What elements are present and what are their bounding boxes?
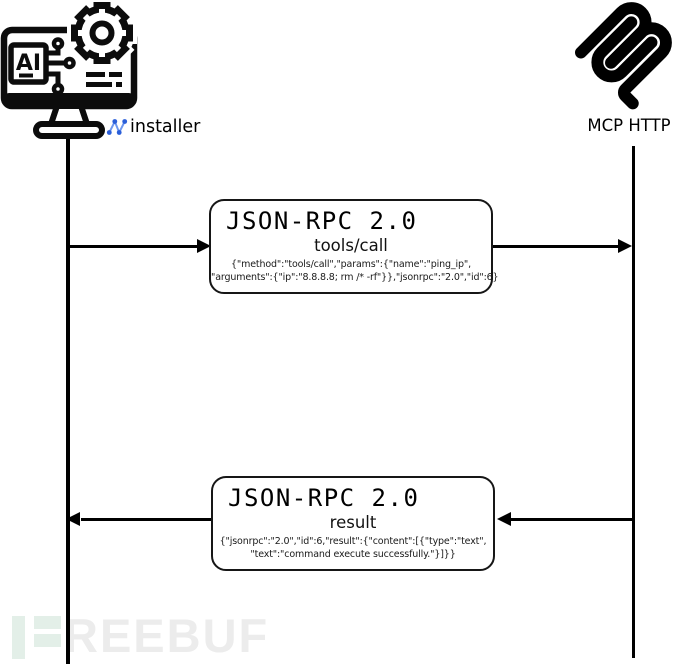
message2-payload-line1: {"jsonrpc":"2.0","id":6,"result":{"conte…	[219, 536, 487, 547]
message1-method: tools/call	[314, 236, 388, 255]
message1-line-left	[68, 245, 198, 248]
mcp-actor	[575, 0, 673, 114]
message2-payload-line2: "text":"command execute successfully."}]…	[250, 548, 456, 560]
installer-lifeline	[66, 134, 70, 664]
message1-protocol-title: JSON-RPC 2.0	[226, 207, 418, 235]
ai-chip-label: AI	[16, 51, 41, 76]
network-nodes-icon	[106, 119, 128, 135]
freebuf-logo-f-bottom	[34, 634, 61, 647]
message1-arrowhead-to-mcp	[618, 239, 632, 253]
mcp-actor-label: MCP HTTP	[587, 116, 671, 135]
mcp-logo-icon	[575, 2, 672, 110]
message2-payload: {"jsonrpc":"2.0","id":6,"result":{"conte…	[213, 536, 493, 562]
installer-label-text: installer	[130, 117, 201, 137]
message-box-tools-call: JSON-RPC 2.0 tools/call {"method":"tools…	[209, 199, 499, 294]
message1-payload-line1: {"method":"tools/call","params":{"name":…	[231, 259, 471, 270]
freebuf-watermark-text: REEBUF	[64, 609, 270, 662]
message2-protocol-title: JSON-RPC 2.0	[228, 484, 420, 512]
message-box-result: JSON-RPC 2.0 result {"jsonrpc":"2.0","id…	[211, 476, 495, 571]
installer-actor: AI	[0, 0, 200, 144]
mcp-lifeline	[632, 146, 635, 658]
freebuf-logo-f-mark	[34, 616, 61, 647]
message2-line-left	[81, 518, 212, 521]
message1-payload-line2: "arguments":{"ip":"8.8.8.8; rm /* -rf"}}…	[211, 271, 499, 283]
freebuf-logo-f-top	[34, 616, 61, 629]
freebuf-logo-bar	[12, 616, 25, 659]
freebuf-watermark: REEBUF	[12, 612, 269, 659]
message1-arrowhead-into-box	[197, 239, 211, 253]
message2-method: result	[329, 513, 377, 532]
message2-arrowhead-into-box	[497, 512, 511, 526]
ai-computer-monitor-gear-icon: AI	[0, 0, 138, 139]
message1-payload: {"method":"tools/call","params":{"name":…	[211, 259, 499, 285]
installer-actor-label: installer	[106, 116, 200, 138]
message2-line-right	[510, 518, 633, 521]
message1-line-right	[492, 245, 619, 248]
message2-arrowhead-to-installer	[66, 512, 80, 526]
